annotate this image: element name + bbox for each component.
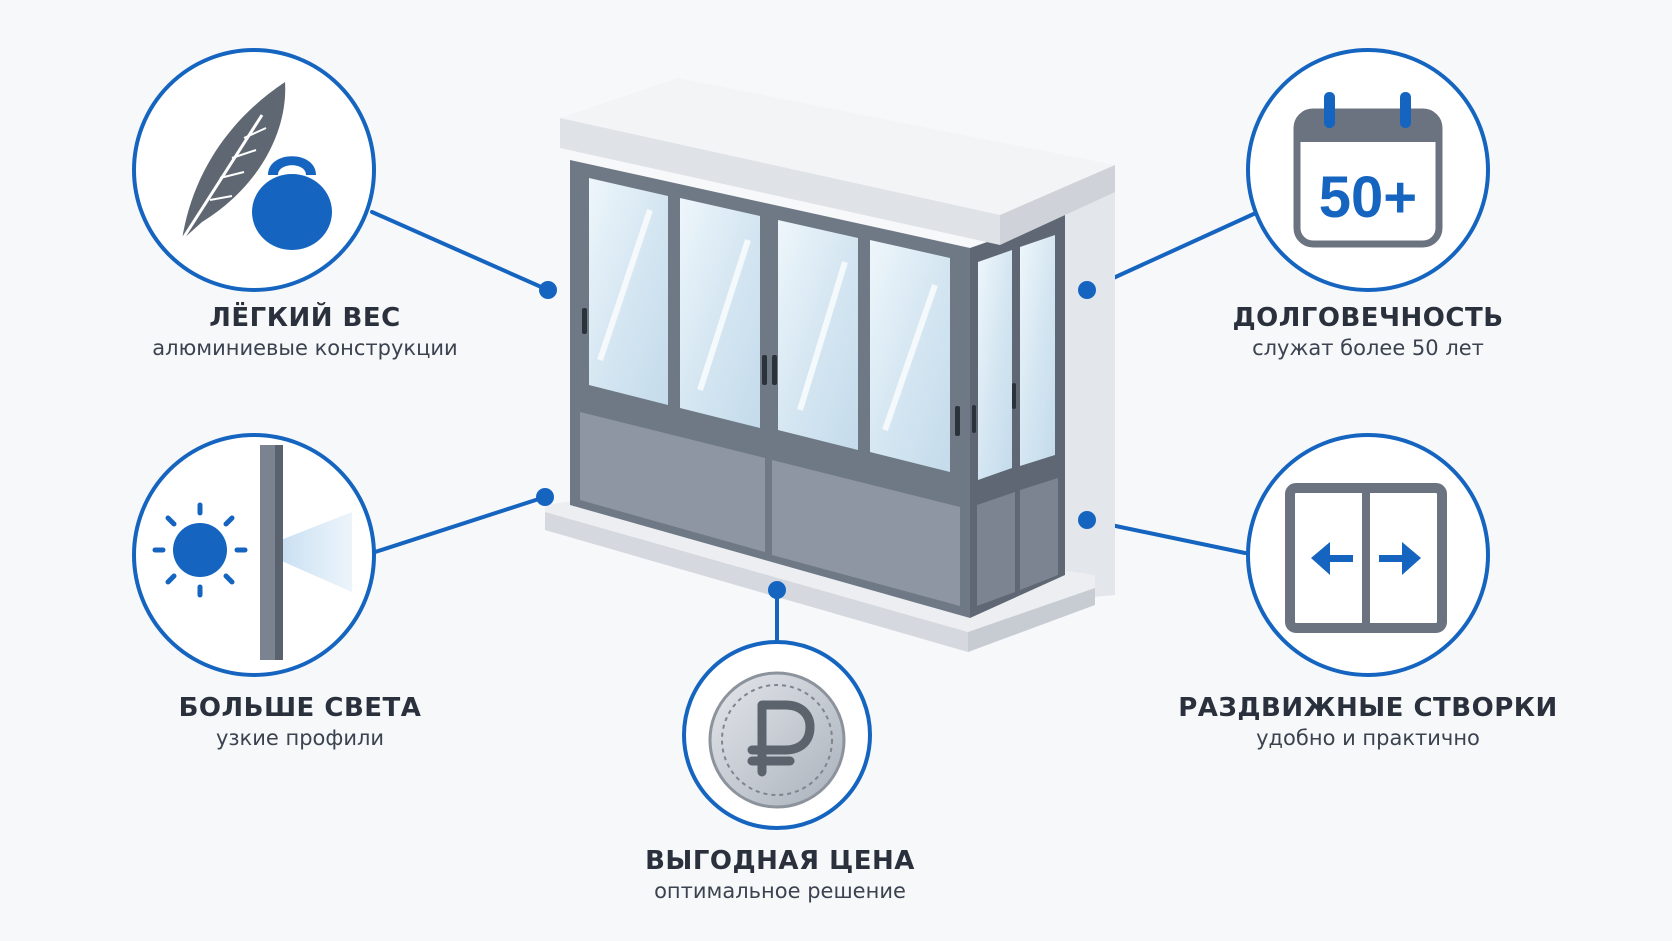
feature-title: БОЛЬШЕ СВЕТА (178, 693, 422, 723)
connector-lines (370, 210, 1260, 652)
connector-light-weight (370, 210, 550, 292)
handle (772, 355, 777, 385)
arrow-right-icon (1379, 542, 1421, 575)
feature-good-price: ВЫГОДНАЯ ЦЕНА оптимальное решение (580, 845, 980, 905)
calendar-number: 50+ (1319, 165, 1417, 230)
feather-icon (180, 82, 286, 241)
feature-durability: ДОЛГОВЕЧНОСТЬ служат более 50 лет (1168, 302, 1568, 362)
feature-title: ЛЁГКИЙ ВЕС (209, 303, 401, 333)
narrow-profile-icon (260, 445, 283, 660)
light-beam (268, 512, 352, 592)
feature-circle-light-weight (132, 48, 376, 292)
feature-title: РАЗДВИЖНЫЕ СТВОРКИ (1178, 693, 1558, 723)
glass-pane-side-1 (978, 250, 1012, 480)
lower-panel-side-2 (1020, 478, 1058, 590)
handle (955, 406, 960, 436)
feature-circle-price (682, 640, 872, 830)
feature-subtitle: служат более 50 лет (1252, 336, 1484, 360)
balcony-illustration (545, 78, 1115, 652)
feature-more-light: БОЛЬШЕ СВЕТА узкие профили (100, 692, 500, 752)
kettlebell-icon (252, 156, 332, 250)
lower-panel-right (772, 460, 960, 606)
feature-light-weight: ЛЁГКИЙ ВЕС алюминиевые конструкции (105, 302, 505, 362)
connector-dots (536, 281, 1096, 599)
feature-circle-sliding (1246, 433, 1490, 677)
roof-top (560, 78, 1115, 215)
connector-durability (1085, 210, 1260, 292)
ruble-coin-icon (708, 671, 846, 809)
handle (972, 405, 976, 433)
calendar-icon: 50+ (1293, 92, 1443, 248)
glass-pane-2 (680, 198, 760, 428)
lower-panel-side-1 (977, 492, 1015, 606)
handle (582, 308, 587, 334)
handle (1012, 383, 1016, 409)
lower-panel-left (580, 412, 765, 552)
sun-icon (152, 502, 248, 598)
feature-subtitle: оптимальное решение (654, 879, 906, 903)
roof-front (560, 118, 1000, 245)
glass-pane-1 (589, 178, 668, 405)
feature-title: ВЫГОДНАЯ ЦЕНА (645, 846, 915, 876)
connector-more-light (370, 495, 547, 555)
feature-subtitle: алюминиевые конструкции (152, 336, 458, 360)
roof-side (1000, 165, 1115, 245)
handle (762, 355, 767, 385)
feature-sliding: РАЗДВИЖНЫЕ СТВОРКИ удобно и практично (1168, 692, 1568, 752)
feature-circle-more-light (132, 433, 376, 677)
glass-pane-3 (778, 220, 858, 450)
arrow-left-icon (1311, 542, 1353, 575)
feature-subtitle: удобно и практично (1256, 726, 1480, 750)
feature-title: ДОЛГОВЕЧНОСТЬ (1232, 303, 1504, 333)
feature-subtitle: узкие профили (215, 726, 385, 750)
feature-circle-durability: 50+ (1246, 48, 1490, 292)
wall (1060, 170, 1115, 600)
glass-pane-side-2 (1020, 235, 1055, 466)
sliding-window-icon (1285, 483, 1447, 633)
